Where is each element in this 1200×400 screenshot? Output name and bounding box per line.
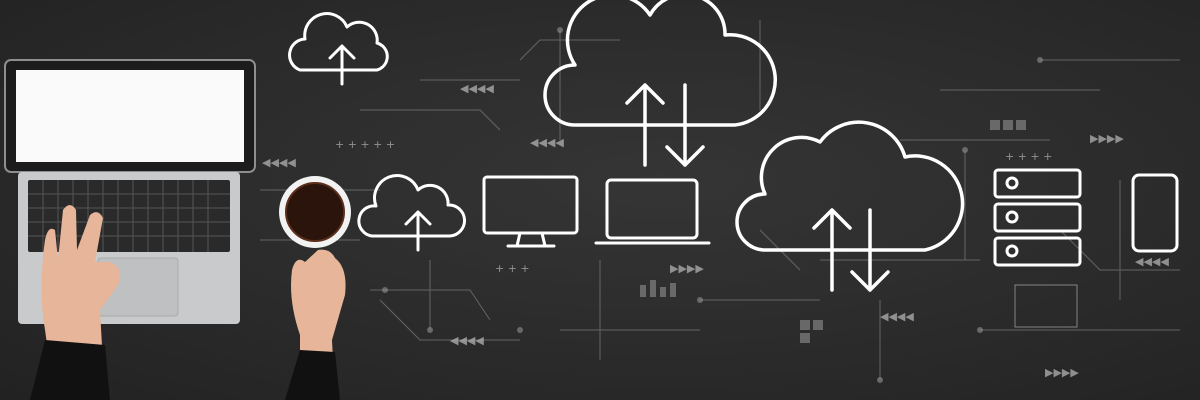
svg-text:◀◀◀◀: ◀◀◀◀ (460, 82, 494, 95)
arrow-marks: ◀◀◀◀ ◀◀◀◀ ◀◀◀◀ ▶▶▶▶ ▶▶▶▶ ◀◀◀◀ ◀◀◀◀ ◀◀◀◀ ▶▶▶▶ +… (262, 82, 1169, 379)
laptop-screen (16, 70, 244, 162)
svg-text:◀◀◀◀: ◀◀◀◀ (1135, 255, 1169, 268)
svg-text:◀◀◀◀: ◀◀◀◀ (530, 136, 564, 149)
svg-text:◀◀◀◀: ◀◀◀◀ (450, 334, 484, 347)
svg-text:+ + + + +: + + + + + (335, 138, 395, 151)
svg-text:▶▶▶▶: ▶▶▶▶ (1090, 132, 1124, 145)
svg-text:+ + +: + + + (495, 262, 530, 275)
cloud-upload-small-icon (357, 174, 467, 252)
monitor-icon (482, 175, 579, 248)
chart-graphic (1014, 284, 1078, 328)
svg-text:+ + + +: + + + + (1005, 150, 1052, 163)
coffee-cup (279, 176, 351, 248)
laptop-icon (594, 178, 711, 245)
smartphone-icon (1131, 173, 1179, 253)
svg-text:◀◀◀◀: ◀◀◀◀ (880, 310, 914, 323)
circuit-lines (260, 20, 1180, 380)
server-icon (993, 168, 1082, 267)
keyboard (28, 180, 230, 252)
sleeve-right (285, 350, 340, 400)
decorative-dots (382, 27, 1043, 383)
cloud-upload-icon (288, 12, 389, 86)
cloud-sync-icon (543, 0, 778, 167)
svg-text:▶▶▶▶: ▶▶▶▶ (1045, 366, 1079, 379)
svg-text:◀◀◀◀: ◀◀◀◀ (262, 156, 296, 169)
svg-text:▶▶▶▶: ▶▶▶▶ (670, 262, 704, 275)
sleeve (30, 340, 110, 400)
cloud-sync-large-icon (735, 120, 965, 292)
